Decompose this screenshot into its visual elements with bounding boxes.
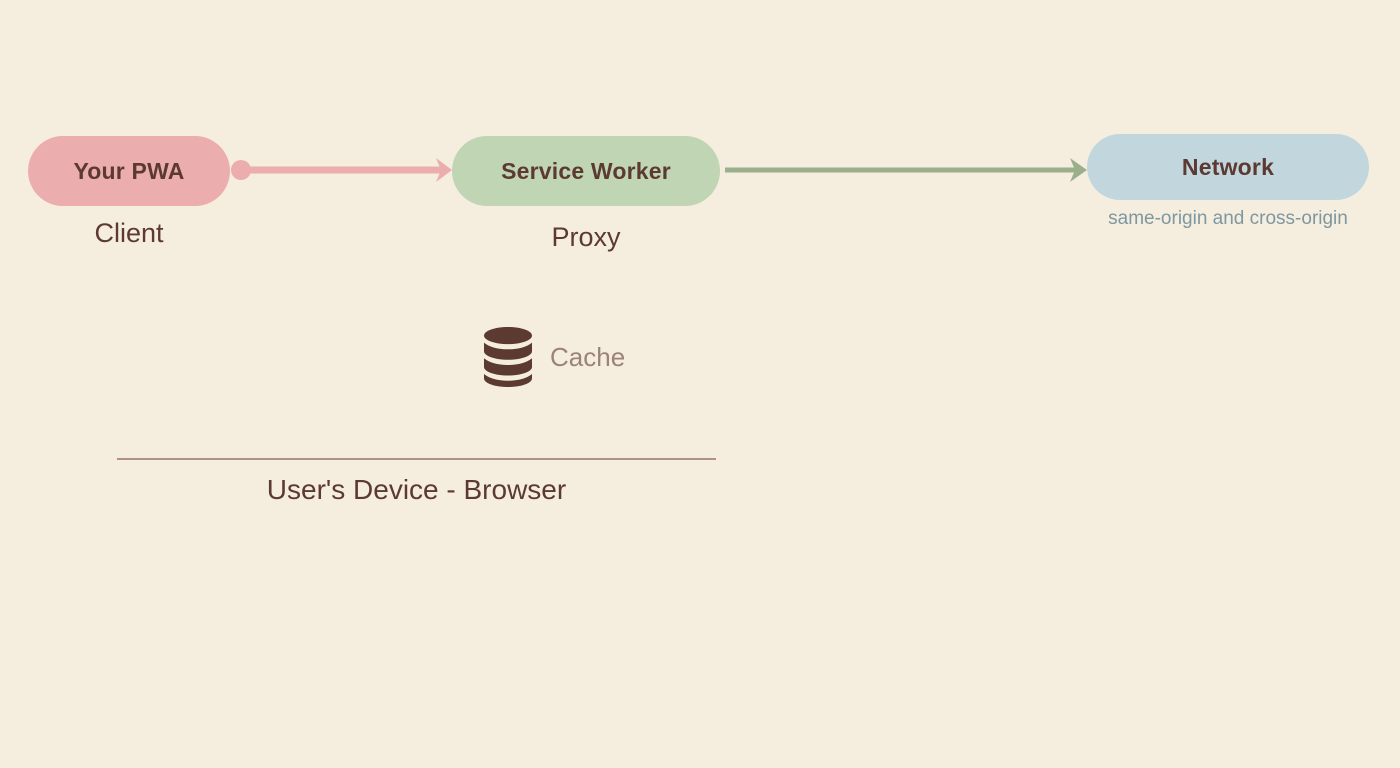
device-boundary-line [117, 458, 716, 460]
connector-arrowhead-icon [1070, 158, 1087, 182]
node-network[interactable]: Network [1087, 134, 1369, 200]
connector-pwa-to-service-worker [231, 158, 452, 182]
cache-store[interactable]: Cache [484, 327, 625, 387]
node-your-pwa[interactable]: Your PWA [28, 136, 230, 206]
node-service-worker-caption: Proxy [551, 222, 621, 252]
connector-arrowhead-icon [436, 158, 452, 182]
node-service-worker[interactable]: Service Worker [452, 136, 720, 206]
connector-service-worker-to-network [725, 158, 1087, 182]
node-network-label: Network [1181, 153, 1275, 180]
database-icon [484, 327, 532, 387]
device-boundary-label: User's Device - Browser [266, 474, 567, 505]
node-your-pwa-label: Your PWA [73, 157, 185, 184]
node-service-worker-label: Service Worker [501, 157, 671, 184]
cache-label: Cache [550, 341, 626, 372]
connector-start-dot [231, 160, 251, 180]
node-network-caption: same-origin and cross-origin [1108, 208, 1348, 229]
node-your-pwa-caption: Client [94, 218, 164, 248]
